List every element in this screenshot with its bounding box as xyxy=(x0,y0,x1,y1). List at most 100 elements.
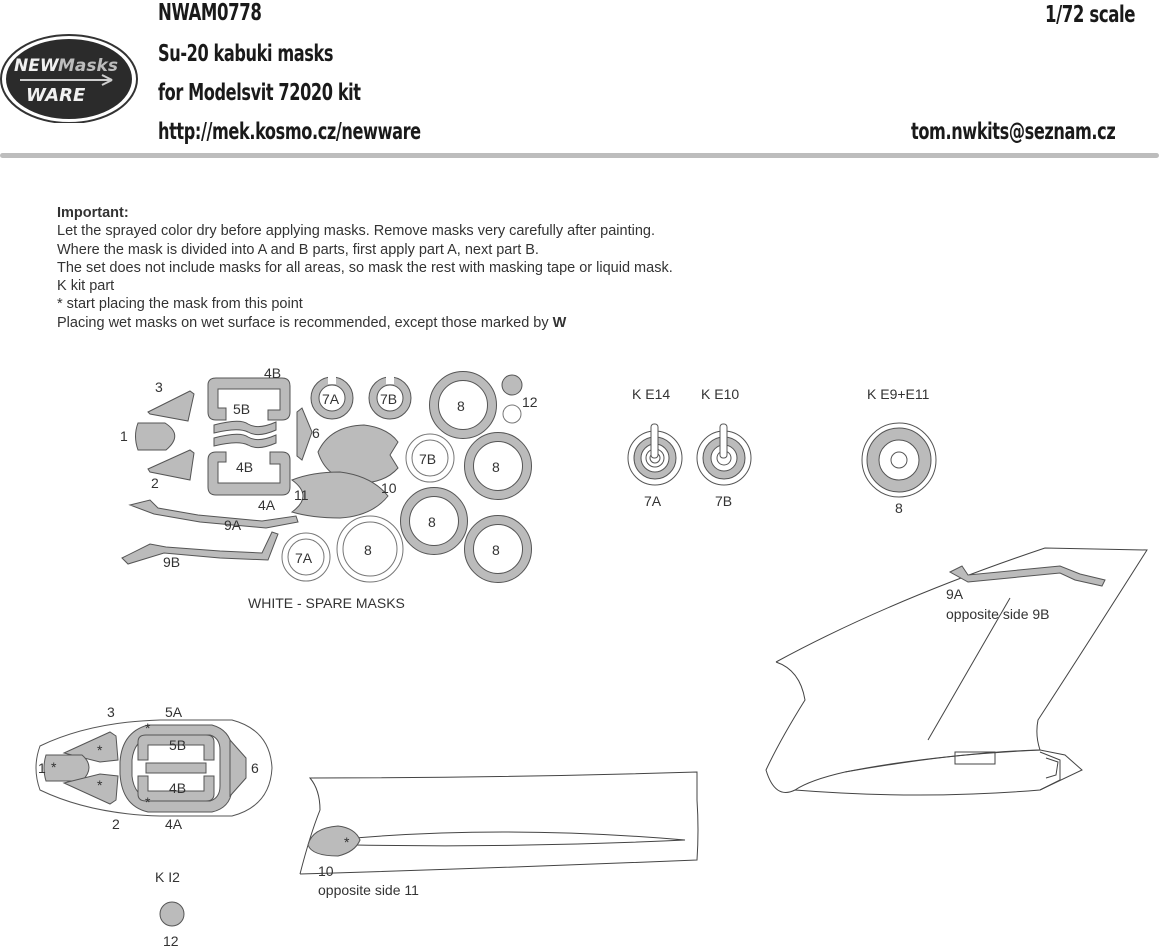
spare-mask-7b-inner xyxy=(411,439,449,477)
spare-mask-8-inner xyxy=(342,521,398,577)
website-url[interactable]: http://mek.kosmo.cz/newware xyxy=(158,119,421,145)
instructions: Important: Let the sprayed color dry bef… xyxy=(57,204,673,332)
label-8: 8 xyxy=(492,542,500,558)
instruction-line: Let the sprayed color dry before applyin… xyxy=(57,223,655,240)
label-8-spare: 8 xyxy=(364,542,372,558)
label-1: 1 xyxy=(120,428,128,444)
logo-text-new: NEW xyxy=(14,56,60,76)
product-subtitle: for Modelsvit 72020 kit xyxy=(158,80,361,106)
mask-2 xyxy=(147,449,195,481)
wheel-e10-mask-label: 7B xyxy=(715,493,732,509)
canopy-label-3: 3 xyxy=(107,704,115,720)
fuselage-mask-label: 10 xyxy=(318,863,334,879)
wheel-e9-e11-label: K E9+E11 xyxy=(867,386,930,402)
canopy-label-2: 2 xyxy=(112,816,120,832)
label-4b-top: 4B xyxy=(264,365,281,381)
start-point-star: * xyxy=(344,834,350,850)
dry-mask-symbol: W xyxy=(552,314,567,331)
instruction-line: K kit part xyxy=(57,278,115,295)
label-7a: 7A xyxy=(322,391,340,407)
fuselage-opposite-note: opposite side 11 xyxy=(318,882,419,898)
mask-9b xyxy=(121,531,279,565)
label-11: 11 xyxy=(294,487,309,503)
mask-11 xyxy=(290,471,389,519)
label-5b: 5B xyxy=(233,401,250,417)
label-4b: 4B xyxy=(236,459,253,475)
label-8: 8 xyxy=(492,459,500,475)
mask-5b-strip xyxy=(213,420,277,436)
tail-fin-diagram xyxy=(765,547,1148,796)
mask-8 xyxy=(430,372,496,438)
logo: NEW Masks WARE xyxy=(0,33,140,124)
label-8: 8 xyxy=(428,514,436,530)
mask-1 xyxy=(135,422,176,451)
label-9a: 9A xyxy=(224,517,242,533)
mask-5a xyxy=(207,377,291,421)
light-mask-12 xyxy=(159,901,185,927)
fuselage-diagram xyxy=(299,771,699,875)
spare-mask-12 xyxy=(502,404,522,424)
canopy-label-5a: 5A xyxy=(165,704,183,720)
start-point-star: * xyxy=(51,759,57,775)
label-9b: 9B xyxy=(163,554,180,570)
label-7b-spare: 7B xyxy=(419,451,436,467)
canopy-label-6: 6 xyxy=(251,760,259,776)
mask-3 xyxy=(147,390,195,422)
mask-8 xyxy=(465,516,531,582)
product-code: NWAM0778 xyxy=(158,0,262,26)
email-address[interactable]: tom.nwkits@seznam.cz xyxy=(911,119,1116,145)
label-7b: 7B xyxy=(380,391,397,407)
product-title: Su-20 kabuki masks xyxy=(158,41,334,67)
logo-emblem: NEW Masks WARE xyxy=(0,34,138,124)
logo-text-ware: WARE xyxy=(26,85,86,106)
spare-mask-7a-inner xyxy=(287,538,325,576)
label-7a-spare: 7A xyxy=(295,550,313,566)
mask-9a xyxy=(128,499,299,529)
label-8: 8 xyxy=(457,398,465,414)
logo-text-masks: Masks xyxy=(58,56,118,76)
mask-12 xyxy=(501,374,523,396)
wheel-e10 xyxy=(696,423,752,486)
wheel-e14 xyxy=(627,423,683,486)
label-12: 12 xyxy=(522,394,538,410)
fuselage-mask-10 xyxy=(307,825,361,857)
canopy-label-4a: 4A xyxy=(165,816,183,832)
label-3: 3 xyxy=(155,379,163,395)
wheel-e9-mask-label: 8 xyxy=(895,500,903,516)
label-10: 10 xyxy=(381,480,397,496)
mask-sheet xyxy=(121,371,532,583)
start-point-star: * xyxy=(97,777,103,793)
label-6: 6 xyxy=(312,425,320,441)
start-point-star: * xyxy=(145,794,151,810)
canopy-label-4b: 4B xyxy=(169,780,186,796)
canopy-mask-2 xyxy=(62,773,119,805)
start-point-star: * xyxy=(145,720,151,736)
wheel-e10-label: K E10 xyxy=(701,386,739,402)
tail-mask-label: 9A xyxy=(946,586,964,602)
mask-4a xyxy=(207,451,291,496)
start-point-star: * xyxy=(97,742,103,758)
canopy-mask-6 xyxy=(229,738,247,798)
mask-9a-applied xyxy=(948,565,1106,587)
wheel-e14-label: K E14 xyxy=(632,386,670,402)
mask-6 xyxy=(296,407,313,461)
wheel-e14-mask-label: 7A xyxy=(644,493,662,509)
instructions-heading: Important: xyxy=(57,205,129,221)
wheel-e9-e11 xyxy=(861,422,937,498)
canopy-label-5b: 5B xyxy=(169,737,186,753)
canopy-label-1: 1 xyxy=(38,760,46,776)
spare-masks-caption: WHITE - SPARE MASKS xyxy=(248,595,405,611)
mask-8 xyxy=(401,488,467,554)
tail-opposite-note: opposite side 9B xyxy=(946,606,1050,622)
scale-label: 1/72 scale xyxy=(1045,2,1136,28)
instruction-line: Placing wet masks on wet surface is reco… xyxy=(57,314,673,332)
light-mask-label: 12 xyxy=(163,933,179,947)
instruction-line: Where the mask is divided into A and B p… xyxy=(57,241,539,258)
light-part-label: K I2 xyxy=(155,869,180,885)
instruction-line: * start placing the mask from this point xyxy=(57,296,303,313)
label-2: 2 xyxy=(151,475,159,491)
instruction-dry-text: Placing wet masks on wet surface is reco… xyxy=(57,314,549,331)
mask-5b-strip xyxy=(213,433,277,449)
instruction-line: The set does not include masks for all a… xyxy=(57,259,673,276)
